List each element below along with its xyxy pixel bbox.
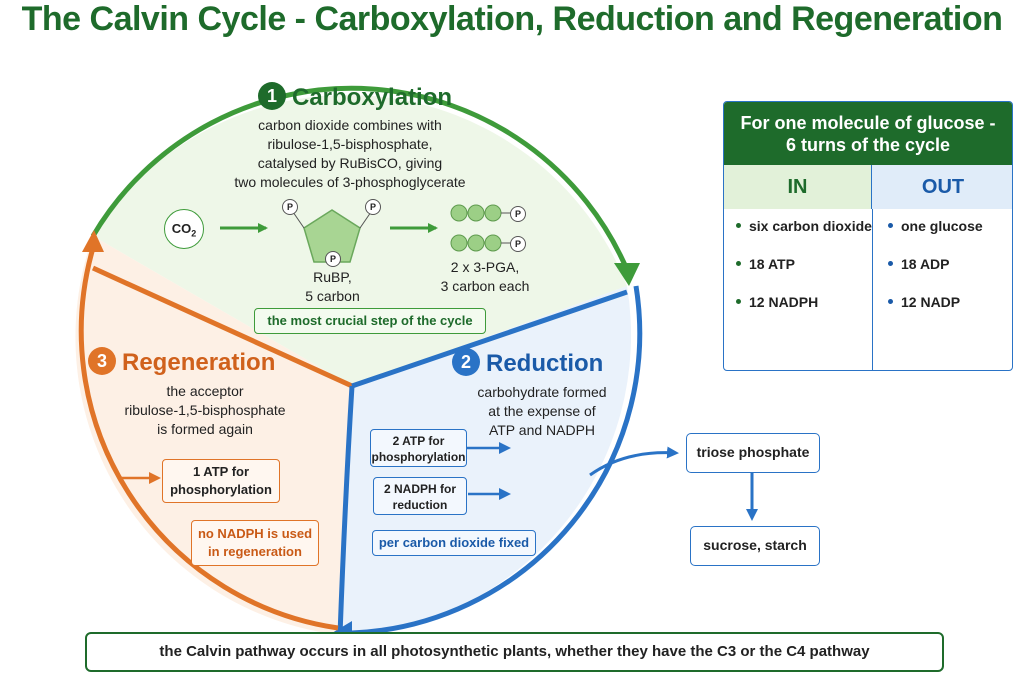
- description-line: ribulose-1,5-bisphosphate: [124, 402, 286, 418]
- out-list: one glucose 18 ADP 12 NADP: [888, 218, 983, 332]
- carboxylation-description: carbon dioxide combines with ribulose-1,…: [200, 116, 500, 192]
- bullet-icon: [888, 298, 893, 304]
- description-line: at the expense of: [488, 403, 596, 419]
- out-item: 18 ADP: [888, 256, 983, 294]
- bullet-icon: [736, 298, 741, 304]
- description-line: carbohydrate formed: [477, 384, 607, 400]
- sucrose-starch-box: sucrose, starch: [690, 526, 820, 566]
- bullet-icon: [888, 222, 893, 228]
- pga-label: 2 x 3-PGA, 3 carbon each: [420, 258, 550, 296]
- out-item-text: one glucose: [901, 218, 983, 234]
- regen-note-line: in regeneration: [208, 544, 302, 559]
- regen-atp-line: 1 ATP for: [192, 464, 250, 479]
- out-item: 12 NADP: [888, 294, 983, 332]
- reduction-arc: [351, 285, 643, 636]
- regen-atp-line: phosphorylation: [170, 482, 272, 497]
- reduction-title-text: Reduction: [486, 350, 604, 377]
- regeneration-title-text: Regeneration: [122, 349, 276, 376]
- bullet-icon: [736, 222, 741, 228]
- regen-atp-box: 1 ATP for phosphorylation: [162, 459, 280, 503]
- out-item-text: 12 NADP: [901, 294, 961, 310]
- carboxylation-title-text: Carboxylation: [292, 84, 453, 111]
- phosphate-icon: P: [282, 199, 298, 215]
- divider-blue-bottom: [337, 385, 355, 636]
- in-item-text: 18 ATP: [749, 256, 795, 272]
- table-column-divider: [872, 209, 873, 370]
- glucose-table: For one molecule of glucose - 6 turns of…: [723, 101, 1013, 371]
- reduction-atp-line: 2 ATP for: [392, 434, 445, 448]
- regen-note-line: no NADPH is used: [197, 526, 313, 541]
- co2-circle: CO2: [164, 209, 204, 249]
- step-number-2: 2: [452, 347, 480, 376]
- reduction-note: per carbon dioxide fixed: [372, 530, 536, 556]
- pga-label-line: 3 carbon each: [440, 278, 530, 294]
- regen-note: no NADPH is used in regeneration: [191, 520, 319, 566]
- triose-phosphate-box: triose phosphate: [686, 433, 820, 473]
- in-list: six carbon dioxide 18 ATP 12 NADPH: [736, 218, 872, 332]
- phosphate-icon: P: [365, 199, 381, 215]
- in-column-header: IN: [724, 165, 872, 209]
- description-line: is formed again: [157, 421, 253, 437]
- regeneration-arrow-head: [82, 230, 104, 252]
- in-item-text: six carbon dioxide: [749, 218, 872, 234]
- in-item: 18 ATP: [736, 256, 872, 294]
- reduction-nadph-box: 2 NADPH for reduction: [373, 477, 467, 515]
- bullet-icon: [888, 260, 893, 266]
- step-number-1: 1: [258, 81, 286, 110]
- description-line: two molecules of 3-phosphoglycerate: [234, 174, 466, 190]
- rubp-label-line: 5 carbon: [305, 288, 360, 304]
- carboxylation-arrow-head: [614, 263, 640, 286]
- co2-subscript: 2: [191, 228, 197, 239]
- output-curve-arrow: [589, 446, 679, 477]
- co2-label: CO: [171, 221, 192, 236]
- reduction-atp-line: phosphorylation: [371, 450, 466, 464]
- in-item: six carbon dioxide: [736, 218, 872, 256]
- step-number-3: 3: [88, 346, 116, 375]
- phosphate-icon: P: [510, 206, 526, 222]
- divider-blue-top: [351, 289, 628, 389]
- reduction-atp-box: 2 ATP for phosphorylation: [370, 429, 467, 467]
- reduction-nadph-line: reduction: [392, 498, 448, 512]
- reduction-description: carbohydrate formed at the expense of AT…: [460, 383, 624, 440]
- in-item: 12 NADPH: [736, 294, 872, 332]
- page-title: The Calvin Cycle - Carboxylation, Reduct…: [21, 0, 1003, 38]
- table-heading-line: 6 turns of the cycle: [785, 135, 951, 155]
- regeneration-arc: [78, 247, 339, 631]
- out-column-header: OUT: [872, 165, 1012, 209]
- carboxylation-note: the most crucial step of the cycle: [254, 308, 486, 334]
- pga-molecule-icon: [450, 204, 511, 222]
- carboxylation-arc: [90, 85, 631, 273]
- description-line: ATP and NADPH: [488, 422, 596, 438]
- table-heading-line: For one molecule of glucose -: [740, 113, 996, 133]
- description-line: catalysed by RuBisCO, giving: [257, 155, 443, 171]
- in-item-text: 12 NADPH: [749, 294, 819, 310]
- out-item-text: 18 ADP: [901, 256, 950, 272]
- table-heading: For one molecule of glucose - 6 turns of…: [724, 102, 1012, 165]
- regeneration-description: the acceptor ribulose-1,5-bisphosphate i…: [80, 382, 330, 439]
- description-line: carbon dioxide combines with: [258, 117, 442, 133]
- pga-label-line: 2 x 3-PGA,: [450, 259, 520, 275]
- rubp-label-line: RuBP,: [313, 269, 352, 285]
- description-line: the acceptor: [166, 383, 244, 399]
- phosphate-icon: P: [325, 251, 341, 267]
- rubp-label: RuBP, 5 carbon: [280, 268, 385, 306]
- divider-green: [91, 265, 354, 389]
- out-item: one glucose: [888, 218, 983, 256]
- phosphate-icon: P: [510, 236, 526, 252]
- reduction-nadph-line: 2 NADPH for: [383, 482, 456, 496]
- pga-molecule-icon: [450, 234, 511, 252]
- bullet-icon: [736, 260, 741, 266]
- carboxylation-sector: [93, 94, 627, 387]
- footer-note: the Calvin pathway occurs in all photosy…: [85, 632, 944, 672]
- description-line: ribulose-1,5-bisphosphate,: [267, 136, 433, 152]
